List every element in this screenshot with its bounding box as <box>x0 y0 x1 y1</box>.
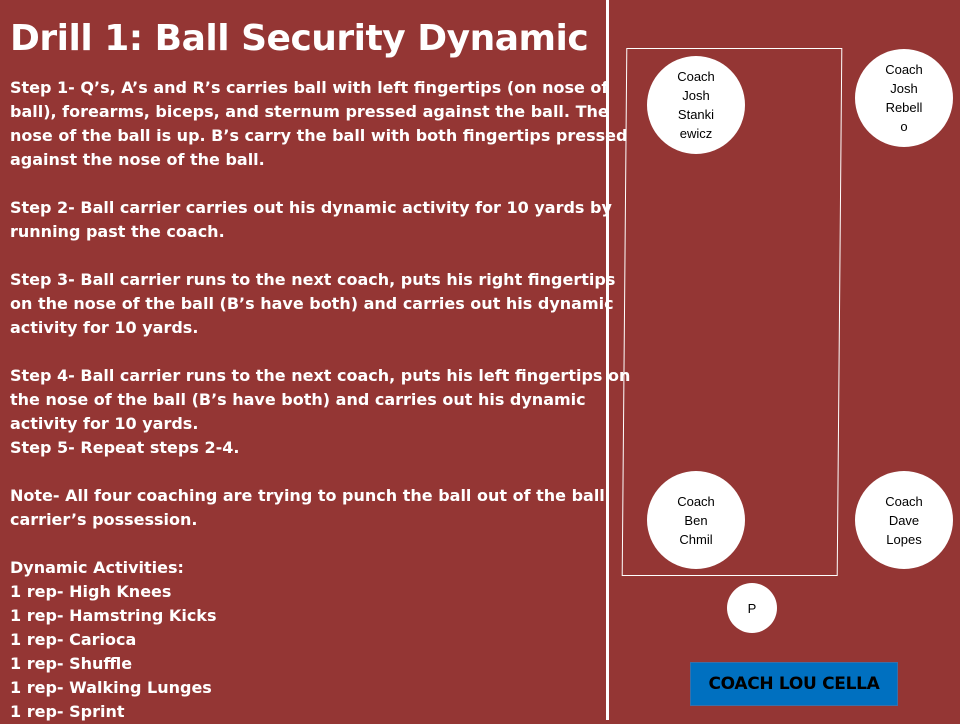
instruction-line: against the nose of the ball. <box>10 150 265 169</box>
instruction-line: 1 rep- Hamstring Kicks <box>10 606 217 625</box>
coach-dave-lopes: Coach Dave Lopes <box>855 471 953 569</box>
instruction-line: ball), forearms, biceps, and sternum pre… <box>10 102 609 121</box>
instruction-line: Note- All four coaching are trying to pu… <box>10 486 605 505</box>
instruction-line: Step 3- Ball carrier runs to the next co… <box>10 270 616 289</box>
instruction-line <box>10 244 600 268</box>
coach-josh-rebello: Coach Josh Rebell o <box>855 49 953 147</box>
instruction-line <box>10 532 600 556</box>
instruction-line: the nose of the ball (B’s have both) and… <box>10 390 586 409</box>
instruction-line: 1 rep- Walking Lunges <box>10 678 212 697</box>
instruction-line <box>10 172 600 196</box>
instruction-line: 1 rep- High Knees <box>10 582 172 601</box>
coach-name-badge: COACH LOU CELLA <box>690 662 898 706</box>
instruction-line: Step 1- Q’s, A’s and R’s carries ball wi… <box>10 78 609 97</box>
instruction-line: activity for 10 yards. <box>10 414 199 433</box>
vertical-divider <box>606 0 609 720</box>
instruction-line: on the nose of the ball (B’s have both) … <box>10 294 614 313</box>
instruction-line: Step 2- Ball carrier carries out his dyn… <box>10 198 612 217</box>
coach-josh-stankiewicz: Coach Josh Stanki ewicz <box>647 56 745 154</box>
player-marker: P <box>727 583 777 633</box>
slide-title: Drill 1: Ball Security Dynamic <box>10 18 589 59</box>
instruction-line: carrier’s possession. <box>10 510 198 529</box>
instruction-line: Step 5- Repeat steps 2-4. <box>10 438 240 457</box>
drill-instructions: Step 1- Q’s, A’s and R’s carries ball wi… <box>10 76 631 724</box>
instruction-line: Step 4- Ball carrier runs to the next co… <box>10 366 631 385</box>
instruction-line: nose of the ball is up. B’s carry the ba… <box>10 126 628 145</box>
instruction-line <box>10 460 600 484</box>
instruction-line: 1 rep- Carioca <box>10 630 137 649</box>
instruction-line <box>10 340 600 364</box>
instruction-line: activity for 10 yards. <box>10 318 199 337</box>
instruction-line: Dynamic Activities: <box>10 558 184 577</box>
instruction-line: 1 rep- Shuffle <box>10 654 133 673</box>
instruction-line: running past the coach. <box>10 222 225 241</box>
coach-ben-chmil: Coach Ben Chmil <box>647 471 745 569</box>
instruction-line: 1 rep- Sprint <box>10 702 125 721</box>
